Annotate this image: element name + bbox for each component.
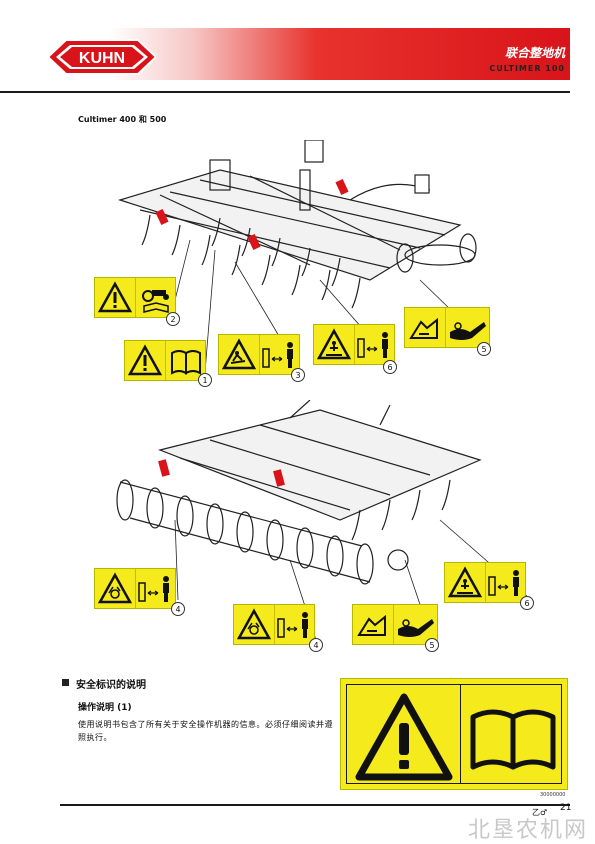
tractor-manual-icon	[142, 290, 169, 313]
header-title: 联合整地机	[504, 46, 565, 60]
machine-illustration-bottom	[116, 400, 482, 585]
header-band	[110, 28, 570, 80]
safety-label-4	[94, 568, 176, 609]
label-number: 5	[425, 638, 439, 652]
entanglement-icon	[97, 572, 133, 604]
distance-person-icon	[357, 332, 388, 358]
header-rule	[0, 91, 570, 93]
label-number: 4	[171, 602, 185, 616]
slip-hazard-icon	[221, 338, 257, 370]
warning-triangle-icon	[97, 281, 133, 313]
machine-illustration-top	[117, 140, 477, 309]
safety-label-1	[124, 340, 206, 381]
label-number: 2	[166, 312, 180, 326]
hand-crush-icon	[398, 619, 434, 637]
distance-person-icon	[277, 612, 308, 638]
label-number: 1	[198, 373, 212, 387]
hand-crush-icon	[450, 322, 486, 340]
label-number: 6	[520, 596, 534, 610]
warning-triangle-icon	[355, 693, 453, 781]
label-number: 4	[309, 638, 323, 652]
watermark-text: 北垦农机网	[468, 818, 589, 843]
label-number: 6	[383, 360, 397, 374]
manual-book-icon	[470, 709, 556, 770]
safety-label-4b	[233, 604, 315, 645]
manual-book-icon	[171, 350, 201, 375]
figure-subtitle: Cultimer 400 和 500	[78, 115, 167, 124]
safety-label-5b	[352, 604, 438, 645]
hand-crush-icon	[357, 614, 386, 636]
header-model: CULTIMER 100	[489, 64, 565, 73]
distance-person-icon	[138, 576, 169, 602]
safety-label-2	[94, 277, 176, 318]
safety-label-6	[313, 324, 395, 365]
brand-text: KUHN	[79, 50, 125, 67]
label-number: 5	[477, 342, 491, 356]
page-number: 21	[560, 803, 572, 813]
entanglement-icon	[236, 608, 272, 640]
crush-hazard-icon	[316, 328, 352, 360]
safety-label-3	[218, 334, 300, 375]
warning-triangle-icon	[127, 344, 163, 376]
distance-person-icon	[262, 342, 293, 368]
operation-text: 使用说明书包含了所有关于安全操作机器的信息。必须仔细阅读并遵照执行。	[78, 720, 333, 742]
crush-hazard-icon	[447, 566, 483, 598]
safety-label-5	[404, 307, 490, 348]
operation-title: 操作说明 (1)	[78, 703, 132, 713]
label-code: 30000000	[540, 792, 566, 798]
footer-mark: 乙♂	[532, 808, 548, 817]
section-title: 安全标识的说明	[76, 680, 146, 691]
footer-rule	[60, 804, 570, 806]
label-number: 3	[291, 368, 305, 382]
section-bullet	[62, 679, 69, 686]
kuhn-logo: KUHN	[48, 39, 156, 75]
distance-person-icon	[488, 570, 519, 596]
safety-label-6b	[444, 562, 526, 603]
manual-safety-label	[340, 678, 568, 790]
hand-crush-icon	[409, 317, 438, 339]
